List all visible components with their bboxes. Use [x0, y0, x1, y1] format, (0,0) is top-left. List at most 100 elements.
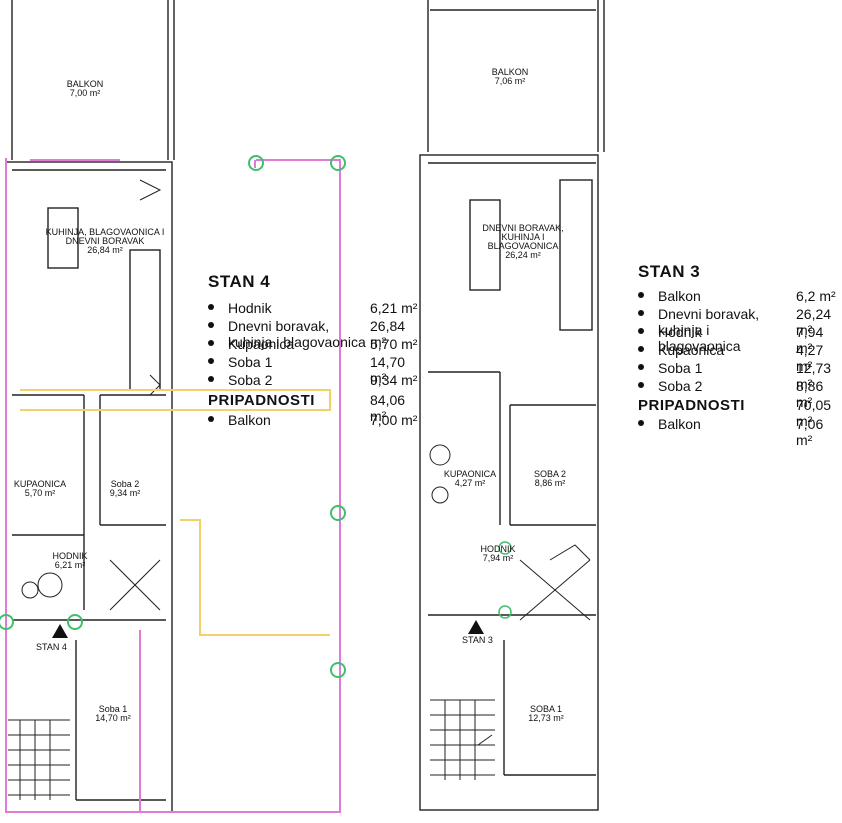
- right-room2-name: SOBA 2: [533, 469, 567, 479]
- left-balcony-area: 7,00 m²: [69, 88, 101, 98]
- legend-left-total: 84,06 m²: [370, 392, 406, 424]
- legend-right-title: STAN 3: [638, 262, 701, 281]
- legend-right-extra-title: PRIPADNOSTI: [638, 397, 745, 414]
- left-room2-label: Soba 2 9,34 m²: [100, 480, 150, 498]
- legend-right: STAN 3 Balkon 6,2 m² Dnevni boravak, kuhi…: [638, 262, 838, 448]
- right-apartment-walls: [419, 0, 605, 811]
- legend-left-row-name: Soba 1: [228, 354, 273, 370]
- right-fixtures: [429, 444, 591, 746]
- legend-left-extra-header: PRIPADNOSTI 84,06 m²: [208, 390, 418, 424]
- left-hall-name: HODNIK: [52, 551, 88, 561]
- right-balcony-label: BALKON 7,06 m²: [480, 68, 540, 86]
- left-bath-area: 5,70 m²: [24, 488, 56, 498]
- legend-right-extra-name: Balkon: [658, 416, 701, 432]
- bullet-icon: [638, 382, 644, 388]
- right-room1-area: 12,73 m²: [528, 713, 564, 723]
- legend-left-row: Hodnik 6,21 m²: [208, 300, 418, 318]
- left-living-area: 26,84 m²: [87, 245, 123, 255]
- legend-left-row-name: Hodnik: [228, 300, 272, 316]
- left-living-name: KUHINJA, BLAGOVAONICA I DNEVNI BORAVAK: [45, 227, 165, 246]
- right-room1-name: SOBA 1: [529, 704, 563, 714]
- right-bath-label: KUPAONICA 4,27 m²: [440, 470, 500, 488]
- bullet-icon: [208, 322, 214, 328]
- left-entry-arrow: [52, 624, 68, 638]
- bullet-icon: [638, 364, 644, 370]
- left-apartment-walls: [5, 0, 175, 813]
- left-bath-name: KUPAONICA: [13, 479, 67, 489]
- bullet-icon: [638, 292, 644, 298]
- legend-left: STAN 4 Hodnik 6,21 m² Dnevni boravak, kuh…: [208, 272, 418, 430]
- bullet-icon: [208, 340, 214, 346]
- legend-left-extra-title: PRIPADNOSTI: [208, 392, 315, 409]
- bullet-icon: [208, 376, 214, 382]
- legend-right-row-area: 4,27 m²: [796, 342, 824, 374]
- left-fixtures: [21, 179, 162, 611]
- legend-left-title: STAN 4: [208, 272, 271, 291]
- legend-right-row-name: Dnevni boravak, kuhinja i blagovaonica: [658, 306, 760, 354]
- left-unit-outline: [5, 158, 341, 813]
- legend-right-total: 70,05 m²: [796, 397, 832, 429]
- legend-left-row-name: Soba 2: [228, 372, 273, 388]
- right-entry-arrow: [468, 620, 484, 634]
- bullet-icon: [638, 420, 644, 426]
- right-bath-area: 4,27 m²: [454, 478, 486, 488]
- left-bath-label: KUPAONICA 5,70 m²: [8, 480, 72, 498]
- left-balcony-label: BALKON 7,00 m²: [55, 80, 115, 98]
- legend-left-row: Soba 2 9,34 m²: [208, 372, 418, 390]
- right-stairs: [430, 699, 495, 780]
- right-room2-label: SOBA 2 8,86 m²: [520, 470, 580, 488]
- left-markers: [0, 155, 346, 678]
- legend-right-row: Balkon 6,2 m²: [638, 288, 838, 306]
- right-unit-mark: STAN 3: [462, 635, 493, 645]
- left-room2-name: Soba 2: [110, 479, 140, 489]
- legend-left-extra-name: Balkon: [228, 412, 271, 428]
- legend-left-row-name: Kupaonica: [228, 336, 295, 352]
- left-unit-mark: STAN 4: [36, 642, 67, 652]
- legend-right-row-name: Kupaonica: [658, 342, 725, 358]
- bullet-icon: [208, 416, 214, 422]
- left-room1-area: 14,70 m²: [95, 713, 131, 723]
- legend-left-row-area: 5,70 m²: [370, 336, 418, 352]
- right-room2-area: 8,86 m²: [534, 478, 566, 488]
- bullet-icon: [638, 346, 644, 352]
- right-living-label: DNEVNI BORAVAK, KUHINJA I BLAGOVAONICA 2…: [478, 224, 568, 260]
- bullet-icon: [208, 358, 214, 364]
- left-room1-label: Soba 1 14,70 m²: [88, 705, 138, 723]
- left-hall-area: 6,21 m²: [54, 560, 86, 570]
- right-hall-label: HODNIK 7,94 m²: [468, 545, 528, 563]
- legend-left-extra-area: 7,00 m²: [370, 412, 418, 428]
- legend-right-extra-header: PRIPADNOSTI 70,05 m²: [638, 396, 838, 429]
- legend-right-row-area: 8,86 m²: [796, 378, 824, 410]
- bullet-icon: [208, 304, 214, 310]
- legend-right-row-name: Balkon: [658, 288, 701, 304]
- legend-right-row-name: Hodnik: [658, 324, 702, 340]
- legend-left-row-area: 9,34 m²: [370, 372, 418, 388]
- right-living-area: 26,24 m²: [505, 250, 541, 260]
- legend-right-row-area: 6,2 m²: [796, 288, 836, 304]
- legend-left-extra-row: Balkon 7,00 m²: [208, 412, 418, 430]
- left-room1-name: Soba 1: [98, 704, 128, 714]
- right-balcony-area: 7,06 m²: [494, 76, 526, 86]
- right-balcony-name: BALKON: [491, 67, 529, 77]
- left-balcony-name: BALKON: [66, 79, 104, 89]
- legend-left-row: Kupaonica 5,70 m²: [208, 336, 418, 354]
- bullet-icon: [638, 310, 644, 316]
- legend-left-row-area: 6,21 m²: [370, 300, 418, 316]
- legend-right-row-name: Soba 1: [658, 360, 703, 376]
- left-living-label: KUHINJA, BLAGOVAONICA I DNEVNI BORAVAK 2…: [40, 228, 170, 255]
- right-living-name: DNEVNI BORAVAK, KUHINJA I BLAGOVAONICA: [482, 223, 564, 251]
- right-bath-name: KUPAONICA: [443, 469, 497, 479]
- right-room1-label: SOBA 1 12,73 m²: [516, 705, 576, 723]
- left-hall-label: HODNIK 6,21 m²: [40, 552, 100, 570]
- legend-left-row-name: Dnevni boravak, kuhinja i blagovaonica: [228, 318, 366, 350]
- bullet-icon: [638, 328, 644, 334]
- left-stairs: [8, 719, 70, 800]
- right-markers: [498, 541, 512, 619]
